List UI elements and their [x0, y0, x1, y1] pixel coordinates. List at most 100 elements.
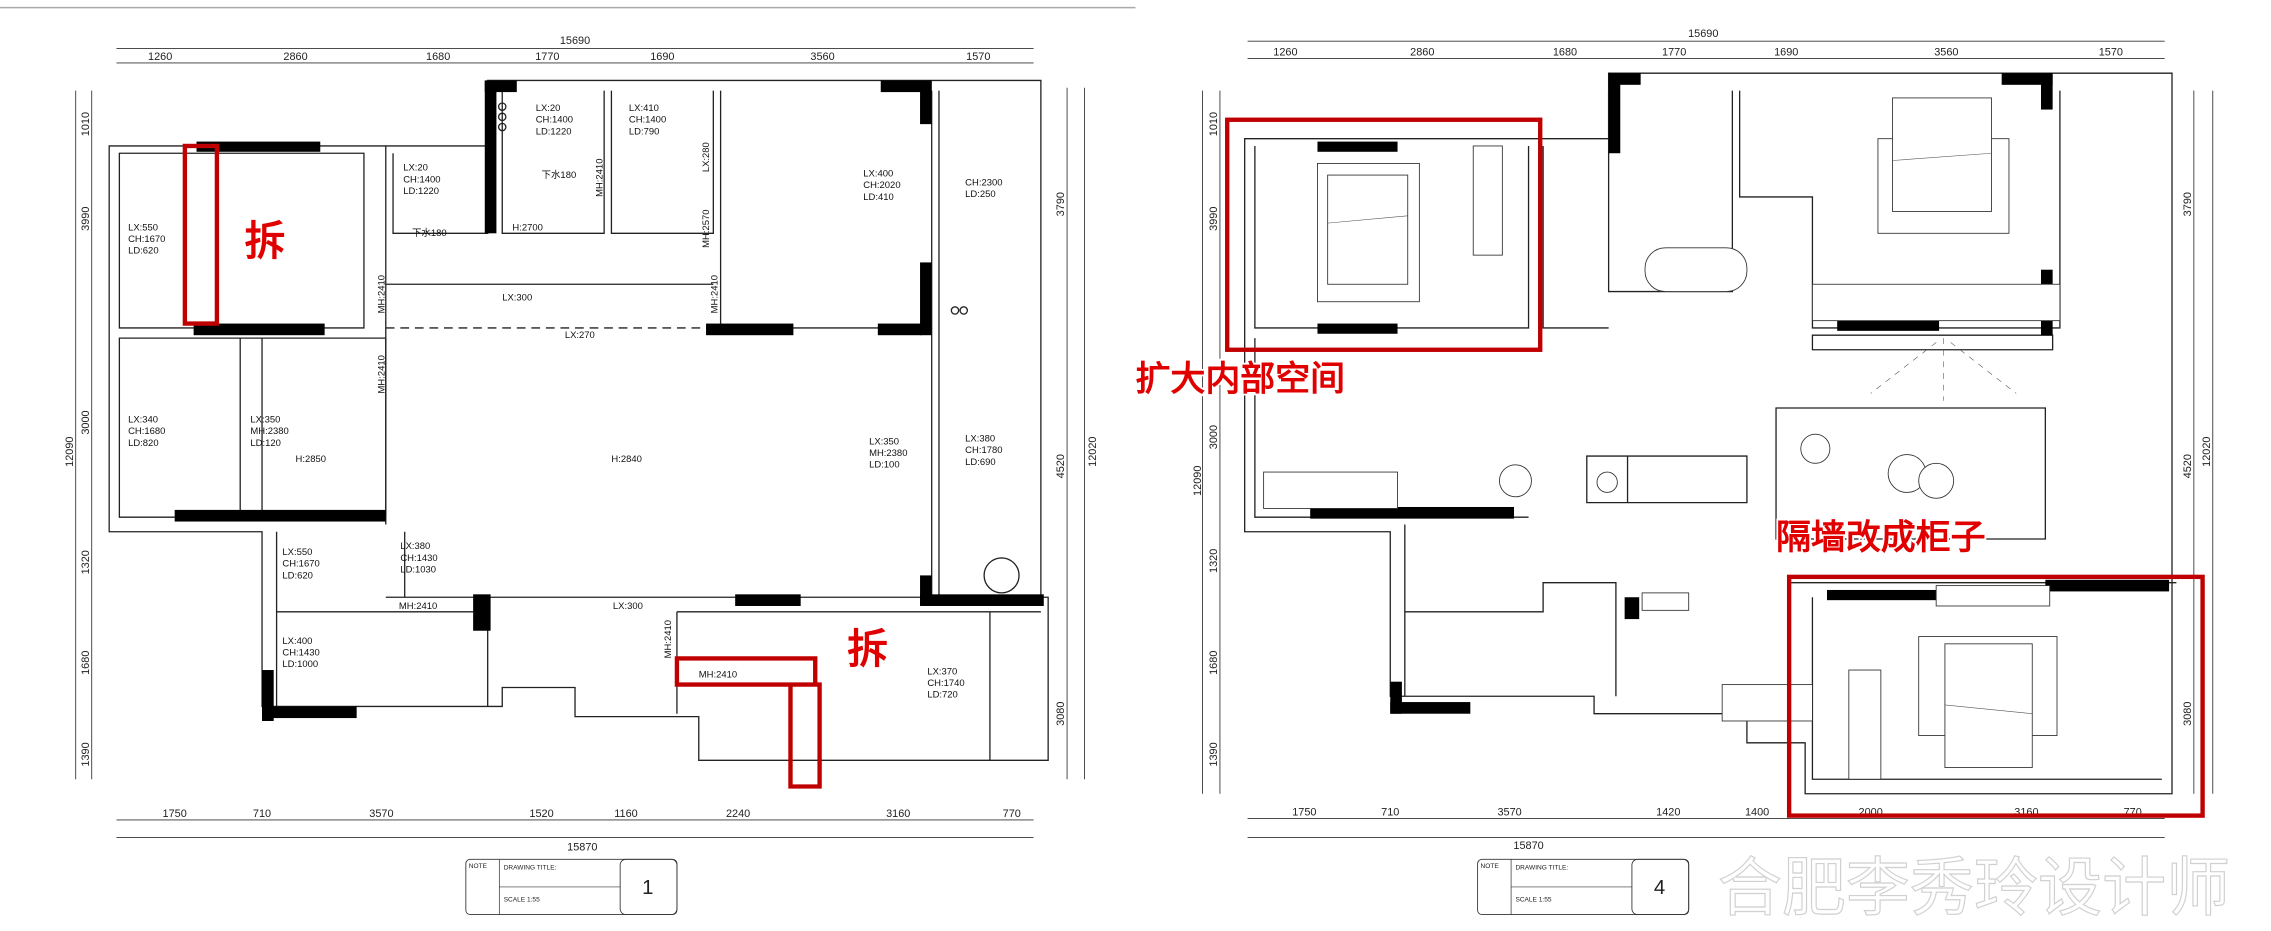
note: MH:2410: [699, 669, 737, 680]
note: CH:1400: [629, 115, 666, 126]
dim: 770: [1003, 808, 1021, 820]
sink: [1596, 471, 1618, 493]
right-walls: [1244, 72, 2177, 795]
note: LX:550: [128, 222, 158, 233]
note: LX:280: [701, 142, 712, 172]
dim: 1260: [1273, 47, 1297, 59]
dim-total: 15870: [567, 842, 597, 854]
lounge-chair: [1800, 433, 1831, 464]
bed: [1918, 636, 2058, 769]
dim-total: 12020: [1087, 437, 1099, 467]
demolish-label: 拆: [847, 625, 888, 673]
note: LD:250: [965, 189, 995, 200]
expand-space-label: 扩大内部空间: [1136, 360, 1346, 400]
dim: 3790: [1055, 192, 1067, 216]
note: CH:1400: [403, 174, 440, 185]
scale-label: SCALE 1:55: [504, 897, 540, 904]
note: LD:100: [869, 460, 899, 471]
note: LX:300: [613, 601, 643, 612]
right-bottom-dimensions: 1750 710 3570 1420 1400 2000 3160 770 15…: [1247, 807, 2165, 852]
note: CH:1740: [927, 678, 964, 689]
left-bottom-dimensions: 1750 710 3570 1520 1160 2240 3160 770 15…: [116, 808, 1034, 854]
note: LD:690: [965, 457, 995, 468]
dim: 1520: [529, 808, 553, 820]
note: LX:550: [282, 547, 312, 558]
note: LD:410: [863, 192, 893, 203]
note: LD:1030: [400, 564, 436, 575]
dim: 1680: [1208, 651, 1220, 675]
dim-total: 15870: [1513, 840, 1543, 852]
dim: 1690: [650, 51, 674, 63]
note: LX:350: [250, 415, 280, 426]
chair: [1918, 462, 1955, 499]
dim: 1750: [163, 808, 187, 820]
dim: 3080: [2182, 702, 2194, 726]
note: LD:1000: [282, 659, 318, 670]
dim: 1680: [426, 51, 450, 63]
note: LX:350: [869, 436, 899, 447]
proposal-markers: 扩大内部空间 隔墙改成柜子: [1134, 117, 2205, 818]
dim: 1770: [535, 51, 559, 63]
note: LD:790: [629, 126, 659, 137]
note: LD:1220: [536, 126, 572, 137]
title-block: NOTE DRAWING TITLE: SCALE 1:55 1: [465, 858, 678, 916]
bed: [1317, 162, 1420, 303]
note: LX:370: [927, 666, 957, 677]
wall-to-cabinet-box: [1786, 574, 2205, 818]
note: LD:1220: [403, 186, 439, 197]
demolish-wall-box: [182, 143, 220, 326]
right-top-dimensions: 15690 1260 2860 1680 1770 1690 3560 1570: [1247, 28, 2165, 60]
drawing-number: 4: [1654, 877, 1665, 899]
drawing-number: 1: [642, 877, 653, 899]
left-plan-original: 15690 1260 2860 1680 1770 1690 3560 1570…: [64, 35, 1099, 916]
note: MH:2410: [376, 275, 387, 313]
note: LD:620: [282, 570, 312, 581]
dim: 770: [2124, 807, 2142, 819]
note: CH:1680: [128, 426, 165, 437]
watermark: 合肥李秀玲设计师: [1718, 852, 2230, 926]
dim: 1570: [2099, 47, 2123, 59]
left-walls: [108, 79, 1049, 761]
note: MH:2410: [399, 601, 437, 612]
note: H:2840: [611, 454, 641, 465]
dim-total: 12020: [2201, 437, 2213, 467]
dim-total: 12090: [1192, 466, 1204, 496]
dim: 1400: [1745, 807, 1769, 819]
note: 下水180: [542, 169, 577, 181]
dim: 1010: [1208, 112, 1220, 136]
note: LX:410: [629, 103, 659, 114]
dim: 1390: [80, 742, 92, 766]
demolition-markers: 拆 拆: [182, 143, 890, 789]
note: LD:620: [128, 246, 158, 257]
note: MH:2380: [869, 448, 907, 459]
dim: 3570: [369, 808, 393, 820]
bathtub: [1644, 247, 1748, 292]
dim-total: 12090: [64, 437, 76, 467]
dim: 3160: [2014, 807, 2038, 819]
dim: 2860: [283, 51, 307, 63]
dim: 1690: [1774, 47, 1798, 59]
dim: 3080: [1055, 702, 1067, 726]
note: LX:400: [863, 169, 893, 180]
dim: 2860: [1410, 47, 1434, 59]
dim-total: 15690: [560, 35, 590, 47]
note: MH:2410: [663, 620, 674, 658]
right-plan-proposed: 15690 1260 2860 1680 1770 1690 3560 1570…: [1134, 28, 2231, 927]
right-side-dimensions: 3790 4520 3080 12020: [1055, 87, 1099, 780]
demolish-label: 拆: [245, 217, 286, 265]
bed: [1877, 97, 2010, 234]
note: LX:380: [965, 433, 995, 444]
dim-total: 15690: [1688, 28, 1718, 40]
left-top-dimensions: 15690 1260 2860 1680 1770 1690 3560 1570: [116, 35, 1034, 64]
drawing-title-label: DRAWING TITLE:: [504, 864, 557, 871]
dim: 1260: [148, 51, 172, 63]
note: LD:720: [927, 690, 957, 701]
note: LX:400: [282, 636, 312, 647]
dim: 1770: [1662, 47, 1686, 59]
note: MH:2410: [376, 355, 387, 393]
dim: 4520: [2182, 454, 2194, 478]
left-room-annotations: LX:550 CH:1670 LD:620 LX:20 CH:1400 LD:1…: [128, 103, 1002, 701]
demolish-wall-box: [674, 656, 822, 789]
dim: 2000: [1859, 807, 1883, 819]
wall-to-cabinet-label: 隔墙改成柜子: [1776, 518, 1986, 558]
